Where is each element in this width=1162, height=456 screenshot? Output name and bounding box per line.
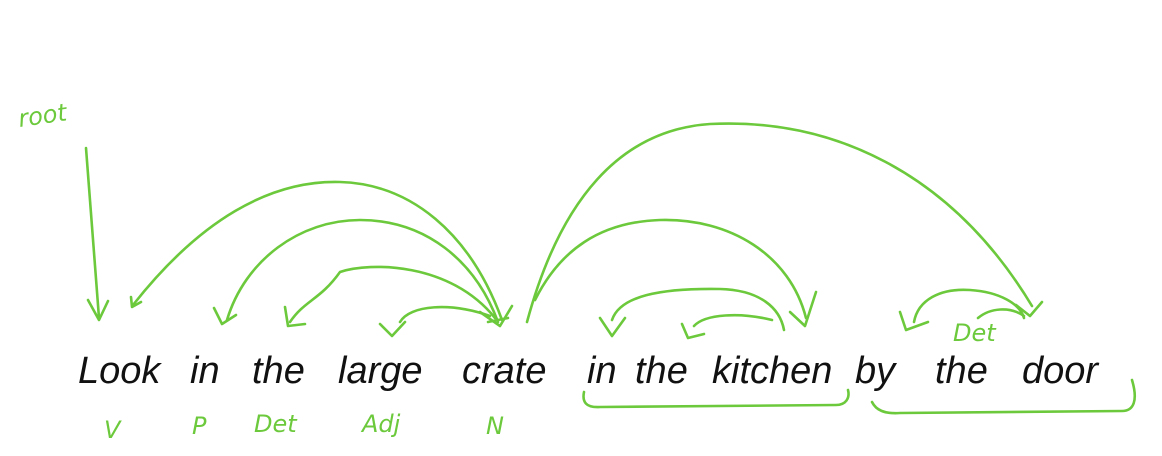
arc-kitchen-to-the xyxy=(692,313,774,328)
crate-node-mark xyxy=(478,304,514,328)
arrowhead-in xyxy=(212,306,238,326)
arrowhead-look xyxy=(129,295,143,309)
word-the: the xyxy=(252,350,305,392)
arc-door-to-the2 xyxy=(976,308,1026,320)
pos-tag-adj: Adj xyxy=(360,410,401,438)
bracket-in-the-kitchen xyxy=(582,388,850,409)
arrowhead-kitchen xyxy=(788,290,818,328)
word-by: by xyxy=(855,350,897,392)
bracket-by-the-door xyxy=(870,378,1136,415)
word-the-2: the xyxy=(635,350,688,392)
pos-tag-p: P xyxy=(192,412,207,440)
pos-tag-n: N xyxy=(486,412,504,440)
arc-kitchen-to-in xyxy=(610,287,786,332)
arc-crate-to-look xyxy=(131,180,504,322)
root-arrow xyxy=(84,146,101,320)
word-door: door xyxy=(1022,350,1099,392)
word-look: Look xyxy=(78,350,162,392)
arrowhead-door xyxy=(1014,300,1044,318)
arrowhead-by xyxy=(898,310,930,332)
word-in: in xyxy=(190,350,220,392)
arrowhead-large xyxy=(378,320,407,338)
arrowhead-in2 xyxy=(598,316,627,338)
root-label: root xyxy=(16,98,70,133)
arc-crate-to-door xyxy=(525,122,1034,324)
word-the-3: the xyxy=(935,350,988,392)
word-in-2: in xyxy=(587,350,617,392)
arc-crate-to-kitchen xyxy=(533,218,808,320)
pos-tag-det: Det xyxy=(254,410,298,438)
root-arrowhead xyxy=(86,298,110,322)
word-kitchen: kitchen xyxy=(712,350,832,392)
arc-door-to-by xyxy=(912,288,1026,324)
arrowhead-the2 xyxy=(680,322,706,340)
arc-crate-to-in xyxy=(225,218,500,324)
pos-tag-v: V xyxy=(104,416,122,444)
arrowhead-the xyxy=(283,305,307,328)
word-crate: crate xyxy=(462,350,546,392)
arc-crate-to-the xyxy=(288,265,497,324)
det-label-the-door: Det xyxy=(953,319,997,347)
arc-crate-to-large xyxy=(398,305,492,324)
word-large: large xyxy=(338,350,423,392)
